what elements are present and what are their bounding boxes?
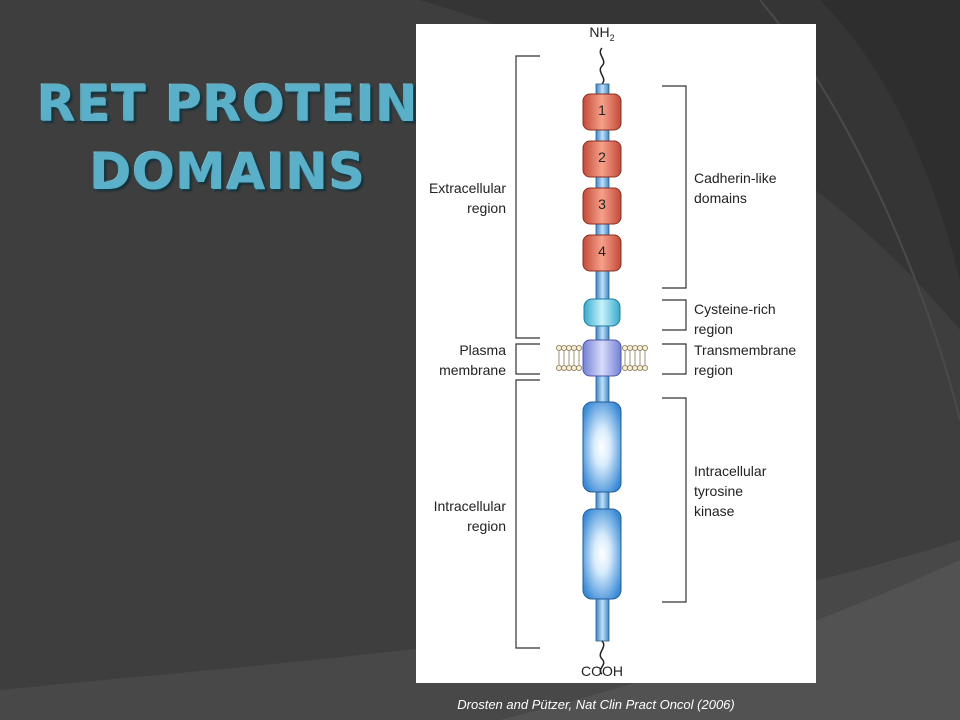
label-transmembrane-line-1: Transmembrane	[694, 342, 797, 358]
cadherin-number-3: 3	[598, 196, 606, 212]
n-terminus-text: NH	[589, 24, 610, 40]
label-cadherin-like-domains: Cadherin-like domains	[694, 168, 814, 208]
transmembrane-domain	[582, 339, 622, 377]
diagram-graphics	[515, 47, 687, 675]
label-cysteine-rich-region: Cysteine-rich region	[694, 299, 814, 339]
bracket-cysteine	[662, 299, 687, 331]
cadherin-number-4: 4	[598, 243, 606, 259]
title-line-2: DOMAINS	[90, 143, 366, 201]
c-terminal-tail	[599, 640, 605, 675]
cadherin-domain-4	[582, 234, 622, 272]
cadherin-domain-2	[582, 140, 622, 178]
cadherin-domain-3	[582, 187, 622, 225]
label-plasma-membrane: Plasma membrane	[416, 340, 506, 380]
label-kinase-line-1: Intracellular	[694, 463, 767, 479]
cadherin-number-1: 1	[598, 102, 606, 118]
cadherin-domain-1	[582, 93, 622, 131]
label-intracellular-line-2: region	[467, 518, 506, 534]
c-terminus-label: COOH	[581, 663, 623, 679]
bracket-kinase	[662, 397, 687, 603]
label-extracellular-line-1: Extracellular	[428, 180, 506, 196]
label-plasma-line-1: Plasma	[459, 342, 506, 358]
label-cysteine-line-1: Cysteine-rich	[694, 301, 776, 317]
bracket-transmembrane	[662, 343, 687, 375]
citation: Drosten and Pützer, Nat Clin Pract Oncol…	[457, 697, 735, 712]
lipid-tails	[558, 351, 646, 365]
kinase-domain-1	[582, 401, 622, 493]
bracket-plasma	[515, 343, 540, 375]
label-cadherin-line-2: domains	[694, 190, 747, 206]
label-cadherin-line-1: Cadherin-like	[694, 170, 777, 186]
cysteine-rich-domain	[583, 298, 621, 327]
label-intracellular-tyrosine-kinase: Intracellular tyrosine kinase	[694, 461, 814, 521]
title-line-1: RET PROTEIN	[37, 75, 419, 133]
label-plasma-line-2: membrane	[439, 362, 506, 378]
n-terminus-label: NH2	[572, 24, 632, 43]
label-kinase-line-2: tyrosine	[694, 483, 744, 499]
bracket-cadherin	[662, 85, 687, 289]
n-terminal-tail	[599, 47, 605, 85]
ret-protein-diagram: NH2 COOH 1 2 3 4 Extracellular region Pl…	[416, 24, 816, 683]
label-transmembrane-line-2: region	[694, 362, 733, 378]
bracket-extracellular	[515, 55, 540, 339]
plasma-membrane-lipids	[555, 344, 648, 371]
bracket-intracellular	[515, 379, 540, 649]
n-terminus-subscript: 2	[609, 32, 615, 43]
label-extracellular-region: Extracellular region	[416, 178, 506, 218]
label-transmembrane-region: Transmembrane region	[694, 340, 814, 380]
label-intracellular-region: Intracellular region	[416, 496, 506, 536]
label-kinase-line-3: kinase	[694, 503, 735, 519]
slide-title: RET PROTEIN DOMAINS	[18, 70, 438, 206]
label-extracellular-line-2: region	[467, 200, 506, 216]
label-cysteine-line-2: region	[694, 321, 733, 337]
label-intracellular-line-1: Intracellular	[433, 498, 506, 514]
cadherin-number-2: 2	[598, 149, 606, 165]
kinase-domain-2	[582, 508, 622, 600]
